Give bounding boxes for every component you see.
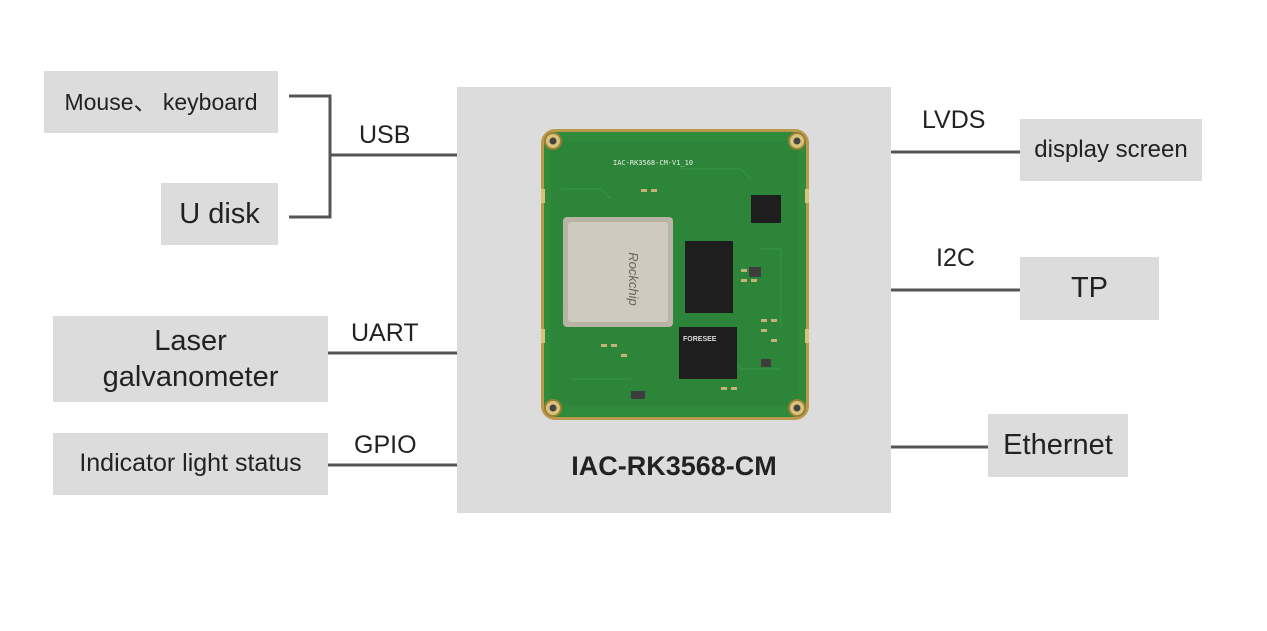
indicator-light-box: Indicator light status <box>53 433 328 495</box>
flash-marking: FORESEE <box>683 336 717 343</box>
ethernet-box: Ethernet <box>988 414 1128 477</box>
gpio-interface-label: GPIO <box>354 431 417 459</box>
lvds-interface-label: LVDS <box>922 106 986 134</box>
indicator-light-label: Indicator light status <box>79 449 302 478</box>
pcb-board-image: IAC-RK3568-CM-V1_10 Rockchip FORESEE <box>541 129 809 420</box>
display-screen-box: display screen <box>1020 119 1202 181</box>
udisk-label: U disk <box>179 197 260 230</box>
soc-marking: Rockchip <box>626 252 641 305</box>
module-title: IAC-RK3568-CM <box>571 451 777 481</box>
ethernet-label: Ethernet <box>1003 429 1113 462</box>
mouse-keyboard-label: Mouse、 keyboard <box>64 88 258 115</box>
flash-chip: FORESEE <box>679 327 737 379</box>
i2c-interface-label: I2C <box>936 244 975 272</box>
pmic-chip <box>751 195 781 223</box>
ram-chip <box>685 241 733 313</box>
usb-bracket-line <box>289 94 332 219</box>
laser-label-line2: galvanometer <box>102 361 279 393</box>
tp-label: TP <box>1070 272 1109 305</box>
soc-chip: Rockchip <box>563 217 673 327</box>
laser-label-line1: Laser <box>154 324 227 357</box>
usb-interface-label: USB <box>359 121 411 149</box>
pcb-silkscreen-text: IAC-RK3568-CM-V1_10 <box>613 159 693 167</box>
udisk-box: U disk <box>161 183 278 245</box>
laser-galvanometer-box: Laser galvanometer <box>53 316 328 402</box>
uart-interface-label: UART <box>351 319 419 347</box>
display-screen-label: display screen <box>1034 136 1188 163</box>
mouse-keyboard-box: Mouse、 keyboard <box>44 71 278 133</box>
tp-box: TP <box>1020 257 1159 320</box>
